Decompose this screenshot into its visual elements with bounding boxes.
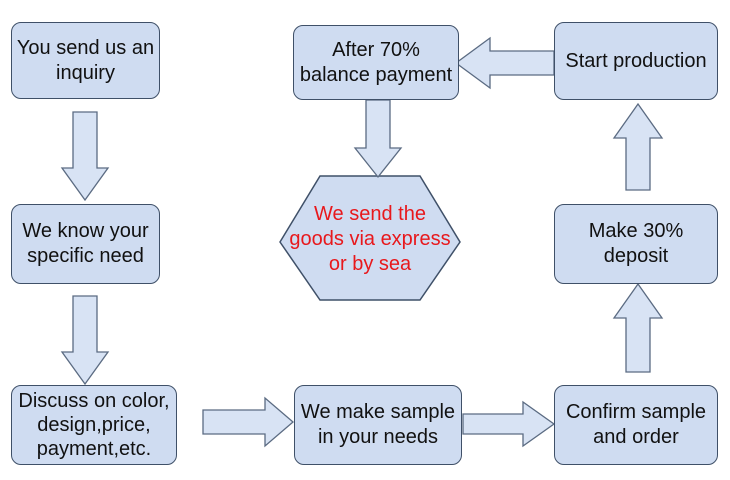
arrow-discuss-to-sample [202,396,294,448]
send-goods-label: We send the goods via express or by sea [289,202,451,275]
node-know-need: We know your specific need [11,204,160,284]
arrow-need-to-discuss [60,295,110,386]
node-confirm-sample: Confirm sample and order [554,385,718,465]
arrow-production-to-balance [454,36,555,90]
node-balance-payment: After 70% balance payment [293,25,459,100]
arrow-balance-to-send [353,99,403,179]
arrow-inquiry-to-need [60,111,110,202]
arrow-deposit-to-production [612,102,664,191]
send-goods-hexagon [279,175,461,301]
node-make-sample: We make sample in your needs [294,385,462,465]
arrow-confirm-to-deposit [612,282,664,373]
node-deposit: Make 30% deposit [554,204,718,284]
node-inquiry: You send us an inquiry [11,22,160,99]
arrow-sample-to-confirm [462,400,556,448]
node-discuss: Discuss on color, design,price, payment,… [11,385,177,465]
node-start-production: Start production [554,22,718,100]
